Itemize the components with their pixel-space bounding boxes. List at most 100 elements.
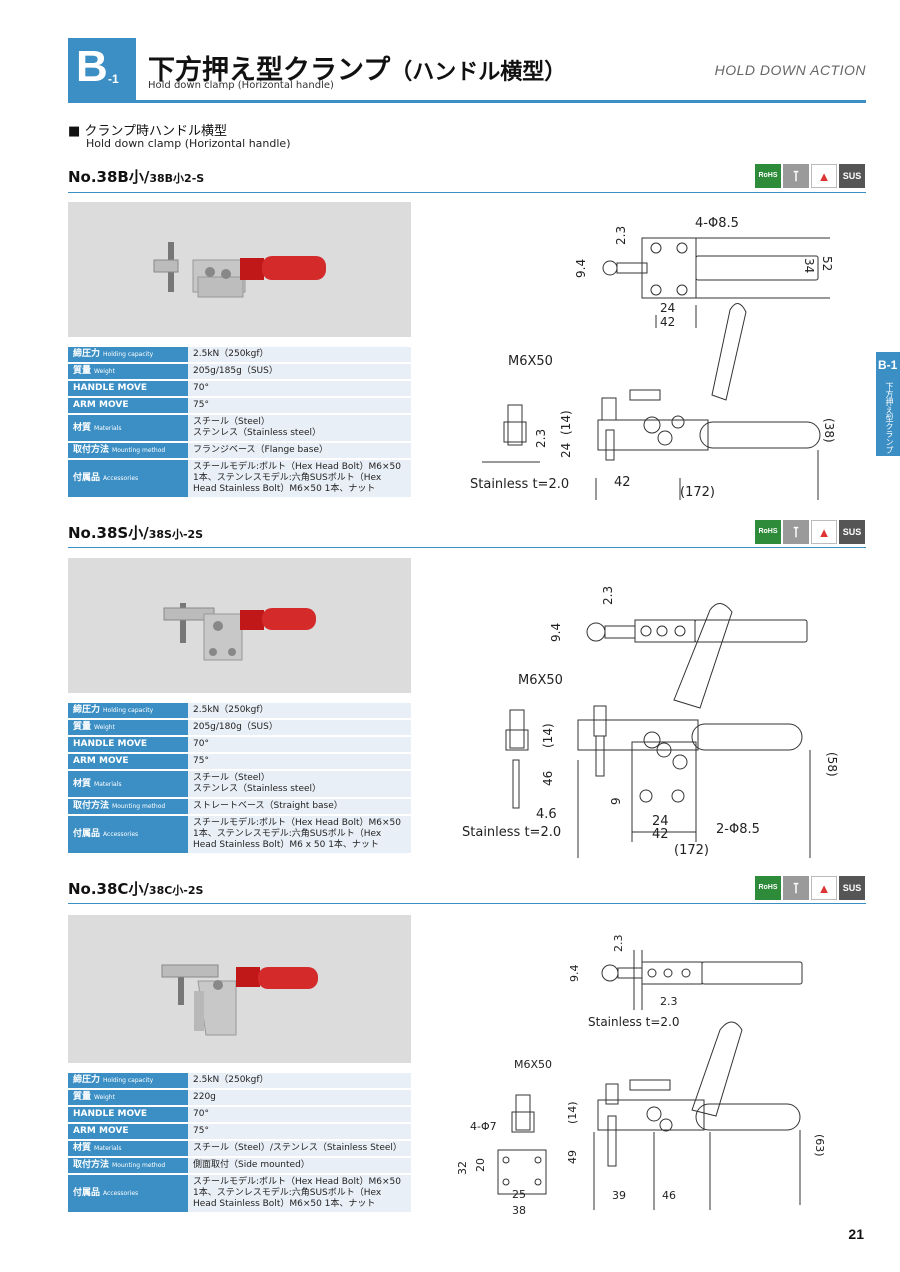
spec-value: 2.5kN（250kgf） (188, 347, 411, 362)
spec-key-en: Holding capacity (103, 351, 154, 358)
side-tab-label: 下方押え型クランプ (885, 382, 894, 454)
technical-drawing: 2.3 9.4 M6X50 (14) 46 (58) 9 4.6 Stainle… (420, 560, 866, 865)
model-name: No.38B小/ (68, 168, 150, 186)
spec-value: 75° (188, 1124, 411, 1139)
spec-value: 側面取付（Side mounted） (188, 1158, 411, 1173)
dim-14: (14) (559, 410, 573, 435)
spec-key: 付属品 (73, 473, 101, 483)
side-tab-code: B-1 (878, 358, 898, 372)
spec-key: ARM MOVE (73, 400, 129, 410)
spec-key-en: Weight (94, 1094, 115, 1101)
spec-key: 締圧力 (73, 705, 101, 715)
side-index-tab[interactable]: B-1 下方押え型クランプ (876, 352, 900, 456)
dim-49: 49 (566, 1150, 579, 1164)
page-title-paren: （ハンドル横型） (390, 60, 567, 85)
dim-32: 32 (456, 1161, 469, 1175)
spec-value: フランジベース（Flange base） (188, 443, 411, 458)
compliance-badges: RoHS ⊺ ▲ SUS (755, 876, 865, 900)
spec-key: 付属品 (73, 829, 101, 839)
spec-key-en: Accessories (103, 1190, 139, 1197)
spec-key: HANDLE MOVE (73, 1109, 147, 1119)
page-title: 下方押え型クランプ（ハンドル横型） (148, 48, 566, 87)
spec-key: 材質 (73, 1143, 92, 1153)
spec-key-en: Materials (94, 1145, 122, 1152)
section-badge-letter: B (76, 42, 108, 91)
model-divider (68, 547, 866, 548)
technical-drawing: 2.3 9.4 2.3 Stainless t=2.0 M6X50 4-Φ7 (… (440, 920, 866, 1220)
header-divider (68, 100, 866, 103)
dim-25: 25 (512, 1188, 526, 1201)
spec-value: 70° (188, 737, 411, 752)
dim-2-3: 2.3 (601, 586, 615, 605)
dim-2-3b: 2.3 (660, 995, 678, 1008)
product-photo (68, 202, 411, 337)
section-badge: B -1 (68, 38, 136, 102)
spec-key-en: Weight (94, 724, 115, 731)
spec-key-en: Weight (94, 368, 115, 375)
page-number: 21 (848, 1226, 864, 1242)
dim-20: 20 (474, 1158, 487, 1172)
spec-value: 2.5kN（250kgf） (188, 1073, 411, 1088)
bolt-icon: ⊺ (783, 876, 809, 900)
spec-value: スチールモデル:ボルト（Hex Head Bolt）M6×50 1本、ステンレス… (188, 816, 411, 853)
spec-key: 材質 (73, 422, 92, 433)
spec-value: 75° (188, 398, 411, 413)
spec-key: 質量 (73, 366, 92, 376)
flame-icon: ▲ (811, 520, 837, 544)
model-sub: 38B小2-S (149, 172, 205, 185)
spec-value: スチール（Steel）/ステンレス（Stainless Steel） (188, 1141, 411, 1156)
page-subtitle: Hold down clamp (Horizontal handle) (148, 80, 334, 91)
dim-46: 46 (541, 771, 555, 786)
stainless-label: Stainless t=2.0 (470, 477, 569, 492)
dim-hole: 2-Φ8.5 (716, 822, 760, 837)
spec-value: ストレートベース（Straight base） (188, 799, 411, 814)
drawing-svg: 2.3 9.4 M6X50 (14) 46 (58) 9 4.6 Stainle… (462, 586, 839, 858)
dim-24b: 24 (559, 443, 573, 458)
model-title: No.38C小/38C小-2S (68, 878, 203, 899)
dim-24: 24 (660, 301, 675, 315)
spec-key: 取付方法 (73, 445, 110, 455)
spec-key: 付属品 (73, 1188, 101, 1198)
compliance-badges: RoHS ⊺ ▲ SUS (755, 520, 865, 544)
dim-9-4: 9.4 (568, 965, 581, 983)
dim-hole: 4-Φ7 (470, 1120, 497, 1133)
dim-4-6: 4.6 (536, 807, 557, 822)
spec-key-en: Materials (94, 780, 122, 788)
spec-key: 取付方法 (73, 1160, 110, 1170)
sus-badge: SUS (839, 876, 865, 900)
clamp-image (68, 915, 411, 1063)
bolt-label: M6X50 (514, 1058, 552, 1071)
spec-key-en: Holding capacity (103, 1077, 154, 1084)
spec-row: ARM MOVE 75° (68, 398, 411, 413)
rohs-badge: RoHS (755, 876, 781, 900)
dim-52: 52 (820, 256, 834, 271)
dim-9: 9 (609, 797, 623, 805)
model-title: No.38B小/38B小2-S (68, 166, 204, 187)
spec-value: 205g/180g（SUS） (188, 720, 411, 735)
model-divider (68, 192, 866, 193)
stainless-label: Stainless t=2.0 (588, 1015, 680, 1029)
dim-58: (58) (825, 752, 839, 777)
spec-value: 205g/185g（SUS） (188, 364, 411, 379)
spec-key-en: Mounting method (112, 447, 166, 454)
dim-9-4: 9.4 (549, 623, 563, 642)
bolt-label: M6X50 (508, 354, 553, 369)
dim-14: (14) (566, 1101, 579, 1124)
section-badge-sub: -1 (108, 72, 119, 86)
spec-key: ARM MOVE (73, 756, 129, 766)
spec-key-en: Accessories (103, 475, 139, 482)
dim-2-3b: 2.3 (534, 429, 548, 448)
flame-icon: ▲ (811, 164, 837, 188)
dim-38: 38 (512, 1204, 526, 1217)
spec-key-en: Accessories (103, 831, 139, 838)
dim-2-3: 2.3 (612, 935, 625, 953)
